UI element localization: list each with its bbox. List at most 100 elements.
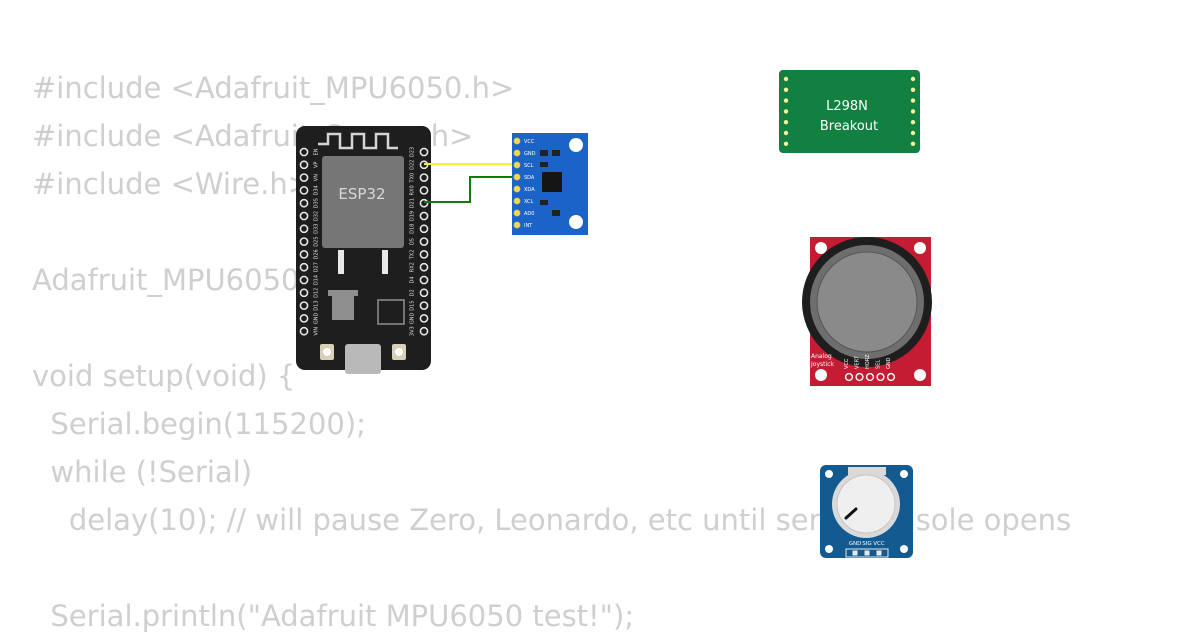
mpu6050-pin-label: XCL — [524, 199, 534, 205]
l298n-breakout[interactable]: L298N Breakout — [779, 70, 920, 153]
mpu6050-pin-gnd[interactable] — [513, 149, 521, 157]
esp32-pin-d14[interactable] — [299, 275, 309, 285]
l298n-pad[interactable] — [783, 98, 789, 103]
esp32-pin-label: RX0 — [410, 185, 416, 195]
l298n-pad[interactable] — [783, 109, 789, 114]
mpu6050-pin-sda[interactable] — [513, 173, 521, 181]
l298n-label-line1: L298N — [826, 99, 868, 114]
esp32-pin-d5[interactable] — [419, 237, 429, 246]
esp32-pin-d19[interactable] — [419, 211, 429, 221]
esp32-pin-vp[interactable] — [299, 160, 309, 170]
esp32-pin-label: D5 — [410, 238, 416, 245]
esp32-pin-d35[interactable] — [299, 198, 309, 208]
pot-hole-br — [900, 545, 908, 553]
mpu6050-pin-xcl[interactable] — [513, 197, 521, 205]
esp32-pin-vin[interactable] — [299, 326, 309, 336]
mpu6050-pin-int[interactable] — [513, 221, 521, 229]
l298n-pad[interactable] — [910, 87, 916, 93]
esp32-pin-rx2[interactable] — [419, 262, 429, 272]
esp32-pin-label: RX2 — [410, 262, 416, 272]
esp32-pin-label: D15 — [410, 300, 416, 310]
esp32-pin-gnd[interactable] — [419, 313, 429, 323]
esp32-pin-d2[interactable] — [419, 288, 429, 298]
l298n-pad[interactable] — [910, 98, 916, 103]
l298n-pad[interactable] — [910, 130, 916, 136]
pot-pin-label: GND — [849, 541, 862, 547]
joystick-pin-vert[interactable] — [855, 372, 864, 382]
esp32-pin-vn[interactable] — [299, 173, 309, 182]
esp32-pin-label: VIN — [314, 327, 320, 336]
esp32-pin-d34[interactable] — [299, 185, 309, 195]
esp32-board[interactable]: ESP32 ENVPVND34D35D32D33D25D26D27D14D12D… — [296, 126, 431, 374]
l298n-pad[interactable] — [783, 120, 789, 125]
code-line: while (!Serial) — [32, 455, 253, 489]
mpu6050-chip — [542, 172, 562, 192]
l298n-pad[interactable] — [910, 109, 916, 114]
esp32-pin-d12[interactable] — [299, 288, 309, 298]
joystick-pin-label: VCC — [844, 358, 850, 369]
l298n-pad[interactable] — [783, 87, 789, 93]
esp32-pin-en[interactable] — [299, 147, 309, 157]
esp32-pin-d15[interactable] — [419, 301, 429, 310]
pot-knob[interactable] — [836, 474, 896, 534]
joystick-pin-label: GND — [886, 357, 892, 369]
esp32-pin-label: D19 — [410, 211, 416, 221]
mpu6050-pin-ad0[interactable] — [513, 209, 521, 217]
mpu6050-pin-scl[interactable] — [513, 161, 521, 169]
l298n-pad[interactable] — [910, 141, 916, 146]
pot-pin-label: SIG — [862, 541, 871, 547]
joystick-pin-vcc[interactable] — [844, 372, 854, 382]
esp32-pin-tx2[interactable] — [419, 249, 429, 259]
esp32-pin-label: VN — [314, 174, 320, 181]
joystick-pin-horz[interactable] — [865, 372, 875, 382]
code-line: #include <Adafruit_MPU6050.h> — [32, 71, 515, 105]
esp32-pin-d13[interactable] — [299, 301, 309, 310]
esp32-pin-d32[interactable] — [299, 211, 309, 221]
mpu6050-pin-label: VCC — [524, 139, 535, 145]
l298n-pad[interactable] — [783, 76, 789, 82]
l298n-pad[interactable] — [783, 141, 789, 146]
code-line: Serial.println("Adafruit MPU6050 test!")… — [32, 599, 635, 633]
esp32-pin-d33[interactable] — [299, 224, 309, 234]
pot-hole-tl — [825, 470, 833, 478]
pot-pin-sig[interactable] — [864, 550, 870, 556]
esp32-pin-d21[interactable] — [419, 198, 429, 208]
esp32-pin-3v3[interactable] — [419, 326, 429, 336]
joystick-knob[interactable] — [816, 251, 918, 353]
joystick-pin-sel[interactable] — [876, 372, 885, 382]
esp32-pin-tx0[interactable] — [419, 173, 429, 182]
l298n-pad[interactable] — [910, 76, 916, 82]
l298n-pad[interactable] — [910, 120, 916, 125]
esp32-pad-2 — [382, 250, 388, 274]
esp32-micro-usb[interactable] — [345, 344, 381, 374]
pot-pin-vcc[interactable] — [876, 550, 882, 556]
esp32-pin-label: D27 — [314, 262, 320, 272]
pot-hole-bl — [825, 545, 833, 553]
esp32-pin-d26[interactable] — [299, 249, 309, 259]
esp32-pin-d25[interactable] — [299, 237, 309, 246]
code-line: Serial.begin(115200); — [32, 407, 366, 441]
esp32-usb-chip — [377, 299, 405, 325]
l298n-pcb — [779, 70, 920, 153]
wire-sda[interactable] — [424, 176, 512, 203]
mpu6050-pin-vcc[interactable] — [513, 137, 521, 145]
esp32-pin-label: D32 — [314, 211, 320, 221]
esp32-pin-d23[interactable] — [419, 147, 429, 157]
esp32-pin-d18[interactable] — [419, 224, 429, 234]
esp32-pin-d4[interactable] — [419, 275, 429, 285]
mpu6050-pin-xda[interactable] — [513, 185, 521, 193]
l298n-pad[interactable] — [783, 130, 789, 136]
esp32-boot-button-cap — [395, 348, 403, 356]
esp32-pin-gnd[interactable] — [299, 313, 309, 323]
esp32-pin-d27[interactable] — [299, 262, 309, 272]
esp32-pin-rx0[interactable] — [419, 185, 429, 195]
pot-pin-gnd[interactable] — [852, 550, 858, 556]
joystick-pin-gnd[interactable] — [886, 372, 896, 382]
esp32-module-shield — [322, 156, 404, 248]
